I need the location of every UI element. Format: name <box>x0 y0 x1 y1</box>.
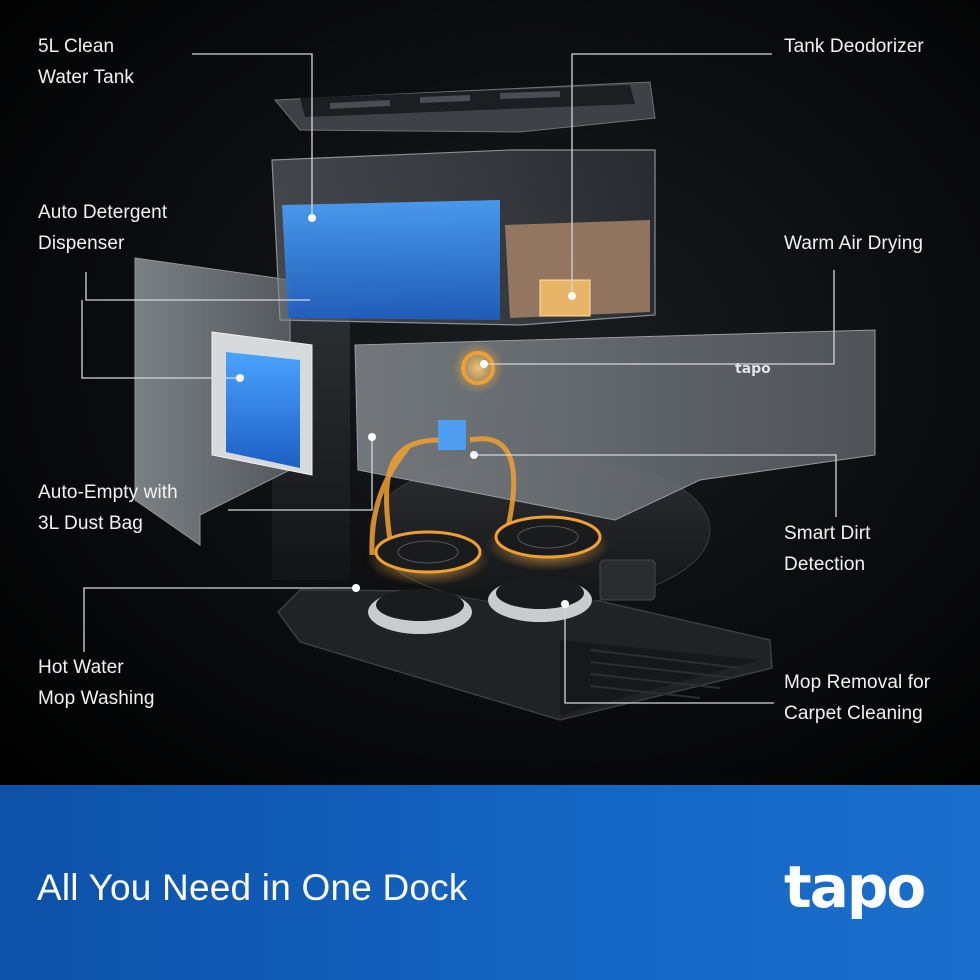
label-mop-removal: Mop Removal for Carpet Cleaning <box>784 672 931 724</box>
headline-text: All You Need in One Dock <box>37 867 468 908</box>
label-smart-dirt-detection: Smart Dirt Detection <box>784 523 871 575</box>
headline-banner <box>0 785 980 980</box>
brand-logo: tapo <box>784 853 926 921</box>
dust-channels <box>369 436 517 556</box>
drying-fan <box>452 342 504 394</box>
deodorizer-cube <box>539 279 591 317</box>
label-detergent-dispenser: Auto Detergent Dispenser <box>38 202 168 254</box>
detergent-cartridge <box>211 331 313 476</box>
panel-logo: tapo <box>735 361 771 377</box>
callout-lines <box>81 53 837 704</box>
label-clean-water-tank: 5L Clean Water Tank <box>38 36 135 88</box>
top-lid <box>273 81 656 133</box>
product-hero: tapo <box>0 0 980 785</box>
dirt-sensor <box>438 420 466 450</box>
label-auto-empty: Auto-Empty with 3L Dust Bag <box>38 482 178 534</box>
mop-pads <box>366 515 610 634</box>
label-tank-deodorizer: Tank Deodorizer <box>784 36 924 57</box>
label-warm-air-drying: Warm Air Drying <box>784 233 924 254</box>
label-hot-water-washing: Hot Water Mop Washing <box>38 657 155 709</box>
callout-dots <box>236 214 576 608</box>
dock-exploded-illustration: tapo <box>81 53 876 721</box>
clean-water-block <box>282 200 500 320</box>
